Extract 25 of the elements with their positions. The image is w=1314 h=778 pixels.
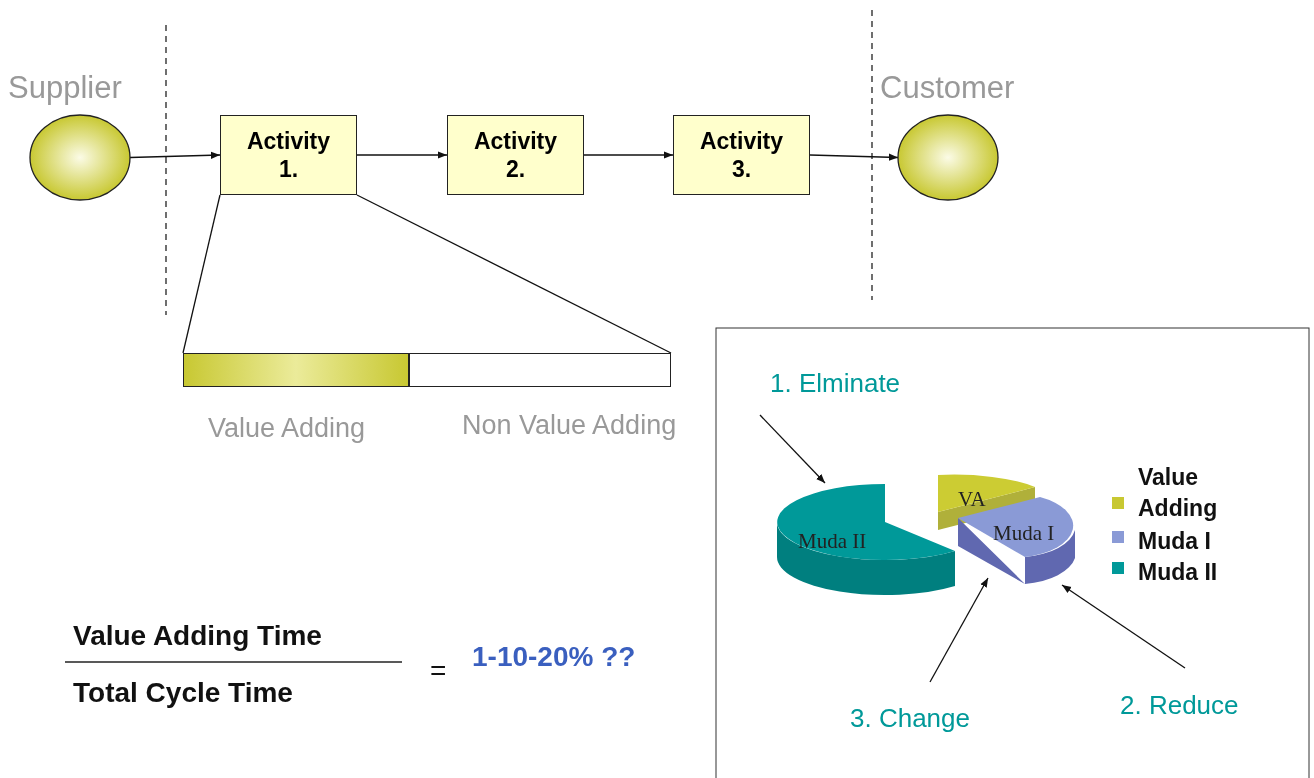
node-label: Customer <box>880 70 1015 106</box>
flow-arrow <box>583 151 674 159</box>
action-label: 2. Reduce <box>1120 690 1239 721</box>
segment-label: Value Adding <box>208 413 366 444</box>
flow-arrow <box>809 153 899 161</box>
legend-label: Muda I <box>1138 527 1211 556</box>
equals-sign: = <box>430 655 447 687</box>
action-label: 3. Change <box>850 703 970 734</box>
activity-box: Activity 2. <box>447 115 584 195</box>
formula-numerator: Value Adding Time <box>73 620 322 652</box>
legend-label: Value Adding <box>1138 463 1219 523</box>
legend-label: Muda II <box>1138 558 1218 587</box>
leader-arrow <box>929 577 989 683</box>
ratio-value: 1-10-20% ?? <box>472 641 636 673</box>
zoom-line <box>182 194 221 354</box>
node-label: Supplier <box>8 70 122 106</box>
flow-arrow <box>356 151 448 159</box>
formula-denominator: Total Cycle Time <box>73 677 293 709</box>
activity-box: Activity 1. <box>220 115 357 195</box>
leader-arrow <box>759 414 826 484</box>
segment-label: Non Value Adding <box>462 410 677 441</box>
activity-box: Activity 3. <box>673 115 810 195</box>
leader-arrow <box>1061 584 1186 669</box>
zoom-line <box>356 194 672 354</box>
action-label: 1. Elminate <box>770 368 901 399</box>
